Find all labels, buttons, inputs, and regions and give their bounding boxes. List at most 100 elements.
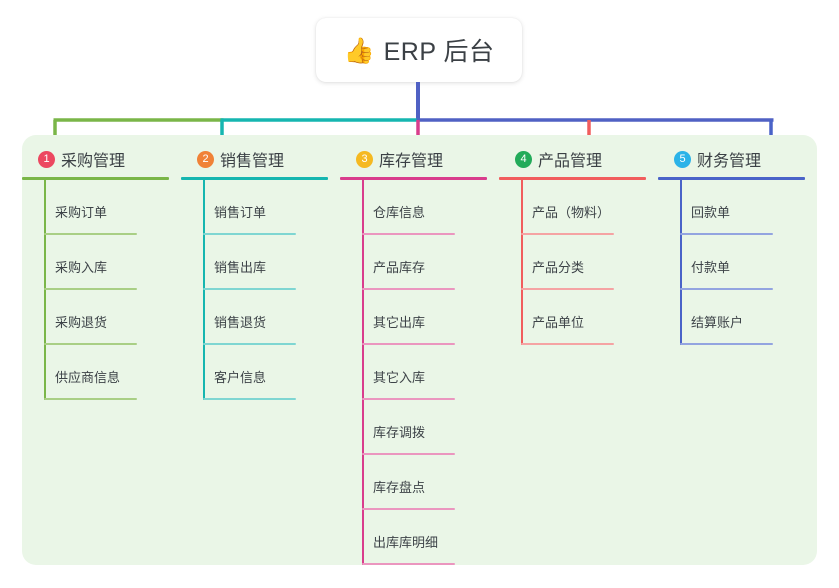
branch-item-rule bbox=[44, 398, 137, 400]
branch-number-badge: 4 bbox=[515, 150, 532, 168]
branch-item[interactable]: 产品分类 bbox=[499, 235, 658, 290]
branch-item-rule bbox=[362, 453, 455, 455]
branch-item-label: 产品单位 bbox=[532, 315, 585, 330]
branch-item[interactable]: 其它出库 bbox=[340, 290, 499, 345]
branch-item-label: 库存调拨 bbox=[373, 425, 426, 440]
branch-item-label: 销售退货 bbox=[214, 315, 267, 330]
branch-item[interactable]: 销售订单 bbox=[181, 180, 340, 235]
branch-header-rule bbox=[22, 177, 169, 180]
branch-item[interactable]: 出库库明细 bbox=[340, 510, 499, 565]
branch-item[interactable]: 库存盘点 bbox=[340, 455, 499, 510]
branch-item-list: 采购订单采购入库采购退货供应商信息 bbox=[22, 180, 181, 400]
branch-number-badge: 2 bbox=[197, 150, 214, 168]
branch-item-label: 出库库明细 bbox=[373, 535, 439, 550]
branch-spine bbox=[680, 177, 682, 345]
branch-title: 产品管理 bbox=[538, 153, 603, 170]
branch-item-rule bbox=[203, 343, 296, 345]
branch-number-badge: 5 bbox=[674, 150, 691, 168]
branch-number-badge: 1 bbox=[38, 150, 55, 168]
branch-item[interactable]: 其它入库 bbox=[340, 345, 499, 400]
branch-item-rule bbox=[521, 288, 614, 290]
branch-item-rule bbox=[203, 233, 296, 235]
branch-item-label: 采购退货 bbox=[55, 315, 108, 330]
branch-item-list: 回款单付款单结算账户 bbox=[658, 180, 817, 345]
branch-item-rule bbox=[44, 233, 137, 235]
branch-item-rule bbox=[362, 398, 455, 400]
branch-item-rule bbox=[362, 343, 455, 345]
branch-item[interactable]: 产品库存 bbox=[340, 235, 499, 290]
branch-item-label: 采购订单 bbox=[55, 205, 108, 220]
branch-item-label: 付款单 bbox=[691, 260, 731, 275]
branch-item-rule bbox=[362, 288, 455, 290]
branch-item-rule bbox=[680, 343, 773, 345]
branch-header-rule bbox=[340, 177, 487, 180]
branch-item[interactable]: 付款单 bbox=[658, 235, 817, 290]
branch-item-label: 销售出库 bbox=[214, 260, 267, 275]
root-node-title: ERP 后台 bbox=[383, 38, 495, 66]
branch-number-badge: 3 bbox=[356, 150, 373, 168]
branch-title: 库存管理 bbox=[379, 153, 444, 170]
branch-item-rule bbox=[44, 343, 137, 345]
branch-column: 2 销售管理销售订单销售出库销售退货客户信息 bbox=[181, 135, 340, 565]
branch-item[interactable]: 库存调拨 bbox=[340, 400, 499, 455]
branch-item[interactable]: 供应商信息 bbox=[22, 345, 181, 400]
branch-item-label: 产品（物料） bbox=[532, 205, 611, 220]
branch-header[interactable]: 2 销售管理 bbox=[181, 135, 340, 171]
branch-item-label: 产品分类 bbox=[532, 260, 585, 275]
branch-item[interactable]: 采购退货 bbox=[22, 290, 181, 345]
branch-header[interactable]: 4 产品管理 bbox=[499, 135, 658, 171]
branch-item-rule bbox=[362, 508, 455, 510]
branch-item-label: 客户信息 bbox=[214, 370, 267, 385]
branch-header[interactable]: 3 库存管理 bbox=[340, 135, 499, 171]
branch-item-rule bbox=[680, 233, 773, 235]
branch-spine bbox=[521, 177, 523, 345]
root-node-card[interactable]: 👍 ERP 后台 bbox=[316, 18, 522, 82]
branch-item-label: 供应商信息 bbox=[55, 370, 121, 385]
branch-item-list: 仓库信息产品库存其它出库其它入库库存调拨库存盘点出库库明细 bbox=[340, 180, 499, 565]
branch-title: 采购管理 bbox=[61, 153, 126, 170]
branch-item-rule bbox=[362, 233, 455, 235]
branch-item-rule bbox=[362, 563, 455, 565]
branch-header[interactable]: 1 采购管理 bbox=[22, 135, 181, 171]
branch-item-rule bbox=[521, 233, 614, 235]
branch-column: 3 库存管理仓库信息产品库存其它出库其它入库库存调拨库存盘点出库库明细 bbox=[340, 135, 499, 565]
branch-item[interactable]: 仓库信息 bbox=[340, 180, 499, 235]
branch-item-rule bbox=[680, 288, 773, 290]
branch-item-rule bbox=[44, 288, 137, 290]
branch-item[interactable]: 客户信息 bbox=[181, 345, 340, 400]
branch-item[interactable]: 销售出库 bbox=[181, 235, 340, 290]
branch-item[interactable]: 产品单位 bbox=[499, 290, 658, 345]
branch-item[interactable]: 结算账户 bbox=[658, 290, 817, 345]
branch-item-rule bbox=[521, 343, 614, 345]
branches-panel bbox=[22, 135, 817, 565]
branch-item-label: 销售订单 bbox=[214, 205, 267, 220]
branch-item-label: 回款单 bbox=[691, 205, 731, 220]
branch-item-label: 其它出库 bbox=[373, 315, 426, 330]
branch-item[interactable]: 回款单 bbox=[658, 180, 817, 235]
branch-item-label: 结算账户 bbox=[691, 315, 744, 330]
branch-item-rule bbox=[203, 288, 296, 290]
branch-header-rule bbox=[181, 177, 328, 180]
branch-item-label: 产品库存 bbox=[373, 260, 426, 275]
branch-header-rule bbox=[658, 177, 805, 180]
branch-item[interactable]: 采购订单 bbox=[22, 180, 181, 235]
branch-item-rule bbox=[203, 398, 296, 400]
branch-column: 1 采购管理采购订单采购入库采购退货供应商信息 bbox=[22, 135, 181, 565]
branch-title: 销售管理 bbox=[220, 153, 285, 170]
branch-item-label: 采购入库 bbox=[55, 260, 108, 275]
branch-item-label: 库存盘点 bbox=[373, 480, 426, 495]
branch-spine bbox=[362, 177, 364, 565]
branch-header-rule bbox=[499, 177, 646, 180]
branch-column: 4 产品管理产品（物料） 产品分类产品单位 bbox=[499, 135, 658, 565]
branch-item[interactable]: 产品（物料） bbox=[499, 180, 658, 235]
branch-item-label: 仓库信息 bbox=[373, 205, 426, 220]
thumbs-up-icon: 👍 bbox=[343, 35, 375, 65]
branch-item-label: 其它入库 bbox=[373, 370, 426, 385]
branch-item[interactable]: 销售退货 bbox=[181, 290, 340, 345]
branch-item[interactable]: 采购入库 bbox=[22, 235, 181, 290]
branch-item-list: 销售订单销售出库销售退货客户信息 bbox=[181, 180, 340, 400]
branch-item-list: 产品（物料） 产品分类产品单位 bbox=[499, 180, 658, 345]
